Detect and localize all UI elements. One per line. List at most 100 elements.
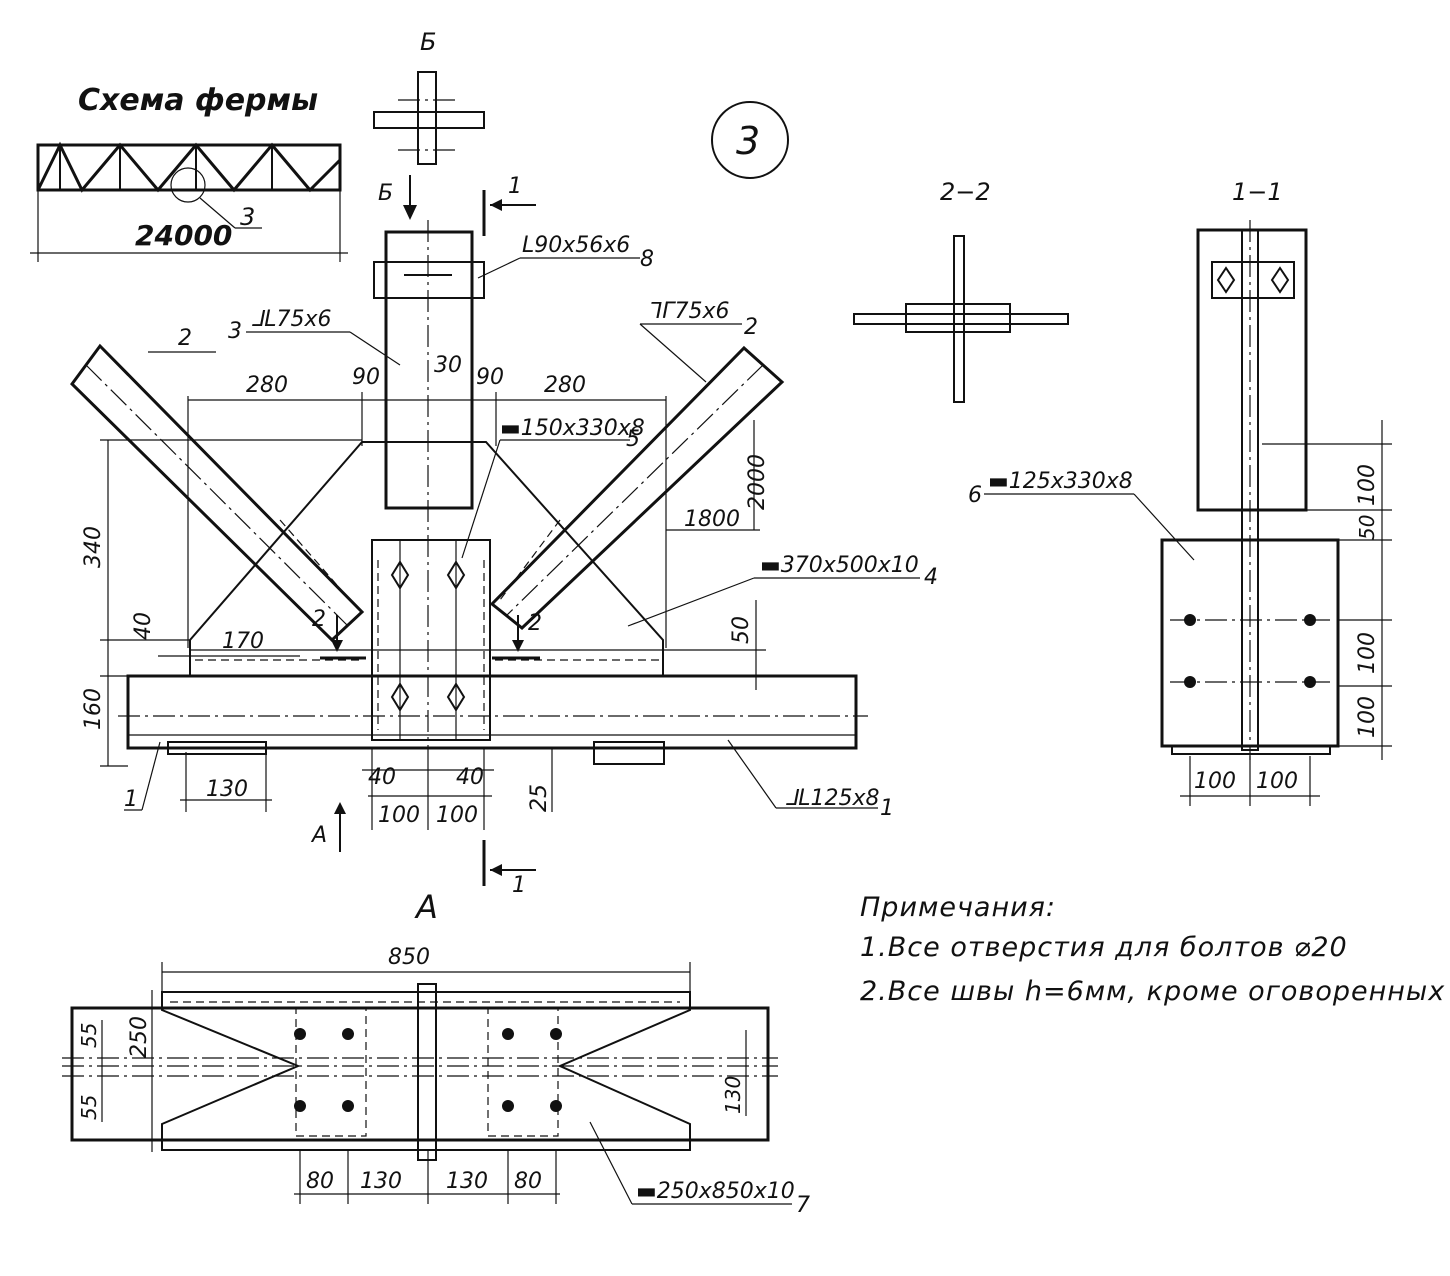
- bolt-dot: [342, 1028, 354, 1040]
- diagonal-right: [489, 345, 785, 630]
- section-1-1: 1−1 6 ▬125x330x8 100 50 100 100 10: [968, 178, 1392, 806]
- leader: [627, 577, 755, 627]
- bolt-dot: [550, 1028, 562, 1040]
- view-b-arrowhead: [403, 205, 417, 220]
- lower-chord: [126, 674, 858, 750]
- bolt-diamond: [1216, 266, 1236, 294]
- view-a-arrowhead: [334, 802, 346, 814]
- bolt-dot: [502, 1100, 514, 1112]
- plate-5: [371, 539, 491, 741]
- s11-dim-100-h2: 100: [1256, 769, 1298, 794]
- cut-arrowhead: [331, 640, 343, 652]
- section-1-1-angle: [1211, 261, 1295, 299]
- bolt-dot: [342, 1100, 354, 1112]
- section-2-2-plate: [905, 303, 1011, 333]
- leader: [639, 323, 707, 383]
- s11-dim-100-mid: 100: [1355, 632, 1380, 674]
- section-1-1-post: [1196, 228, 1308, 512]
- a-dim-55-top: 55: [77, 1023, 101, 1048]
- part-3-number: 3: [228, 319, 242, 344]
- view-b-title: Б: [420, 28, 436, 56]
- part-8-label: L90x56x6: [522, 233, 630, 258]
- bolt-dot: [294, 1100, 306, 1112]
- part-6-label: ▬125x330x8: [988, 469, 1133, 494]
- part-4-label: ▬370x500x10: [760, 553, 919, 578]
- dim-90-right: 90: [476, 365, 504, 390]
- dim-40-b: 40: [456, 765, 484, 790]
- dim-50: 50: [729, 616, 754, 644]
- note-line-1: 1.Все отверстия для болтов ⌀20: [860, 932, 1348, 963]
- s11-dim-100-h1: 100: [1194, 769, 1236, 794]
- notes-title: Примечания:: [860, 892, 1057, 923]
- section-2-2-vertical: [953, 235, 965, 403]
- vertical-post: [384, 230, 474, 510]
- bolt-dot: [502, 1028, 514, 1040]
- part-4-number: 4: [924, 565, 938, 590]
- bolt-diamond: [390, 682, 410, 712]
- node-leader: [199, 197, 236, 229]
- s11-dim-100-bot: 100: [1355, 696, 1380, 738]
- truss-outline: [36, 143, 342, 192]
- dim-90-left: 90: [352, 365, 380, 390]
- truss-scheme-title: Схема фермы: [78, 83, 318, 118]
- a-dim-80-right: 80: [514, 1169, 542, 1194]
- diagonal-left-axis: [85, 364, 349, 627]
- dim-170: 170: [222, 629, 264, 654]
- cut2-right-label: 2: [528, 611, 542, 636]
- leader: [141, 741, 161, 811]
- node-number-circle: [711, 101, 789, 179]
- part-5-label: ▬150x330x8: [500, 416, 645, 441]
- cut1-top-label: 1: [508, 174, 522, 199]
- part-2-number-left: 2: [178, 326, 192, 351]
- view-a: А 850 250 55 55 130 80: [62, 888, 810, 1218]
- section-1-1-gusset: [1241, 229, 1259, 751]
- a-dim-80-left: 80: [306, 1169, 334, 1194]
- part-1-number-left: 1: [124, 787, 138, 812]
- a-dim-850: 850: [388, 945, 430, 970]
- cut-arrowhead: [512, 640, 524, 652]
- dim-30: 30: [434, 353, 462, 378]
- chord-pad-left: [167, 741, 267, 755]
- dim-25: 25: [527, 784, 552, 812]
- span-dim: 24000: [135, 219, 232, 252]
- dim-100-a: 100: [378, 803, 420, 828]
- a-dim-130-left: 130: [360, 1169, 402, 1194]
- bolt-dot: [550, 1100, 562, 1112]
- section-1-1-title: 1−1: [1232, 178, 1283, 206]
- leader: [477, 257, 521, 279]
- bolt-dot: [294, 1028, 306, 1040]
- view-a-chord: [70, 1006, 770, 1142]
- s11-dim-100-top: 100: [1355, 464, 1380, 506]
- leader: [349, 331, 401, 366]
- chord-pad-right: [593, 741, 665, 765]
- view-a-arrow-label: А: [310, 823, 327, 848]
- part-3-label: ⅃L75x6: [252, 307, 332, 332]
- dim-40: 40: [131, 612, 156, 640]
- main-node: 2 2 1 1 А L90x56x6 8 3 ⅃L75x6 ⅂Γ75x6 2 2: [70, 174, 938, 898]
- node-ref-label: 3: [240, 203, 255, 231]
- diagonal-right-axis: [505, 364, 764, 617]
- view-b-arrow-label: Б: [378, 181, 393, 206]
- part-6-number: 6: [968, 483, 982, 508]
- dim-340: 340: [81, 526, 106, 568]
- node-number: 3: [736, 119, 760, 163]
- bolt-diamond: [1270, 266, 1290, 294]
- view-b: Б Б: [373, 28, 485, 220]
- section-2-2-horizontal: [853, 313, 1069, 325]
- dim-2000: 2000: [745, 454, 770, 510]
- leader: [589, 1121, 633, 1205]
- view-a-plate-7: [161, 991, 691, 1151]
- weld-mark: [279, 519, 351, 601]
- leader: [727, 739, 777, 809]
- cut-arrowhead: [490, 864, 502, 876]
- section-2-2: 2−2: [853, 178, 1069, 403]
- cut-arrowhead: [490, 199, 502, 211]
- node-circle-marker: [170, 167, 206, 203]
- dim-280-right: 280: [544, 373, 586, 398]
- dim-1800: 1800: [684, 507, 740, 532]
- bolt-diamond: [390, 560, 410, 590]
- part-1-label: ⅃L125x8: [786, 786, 880, 811]
- dim-40-a: 40: [368, 765, 396, 790]
